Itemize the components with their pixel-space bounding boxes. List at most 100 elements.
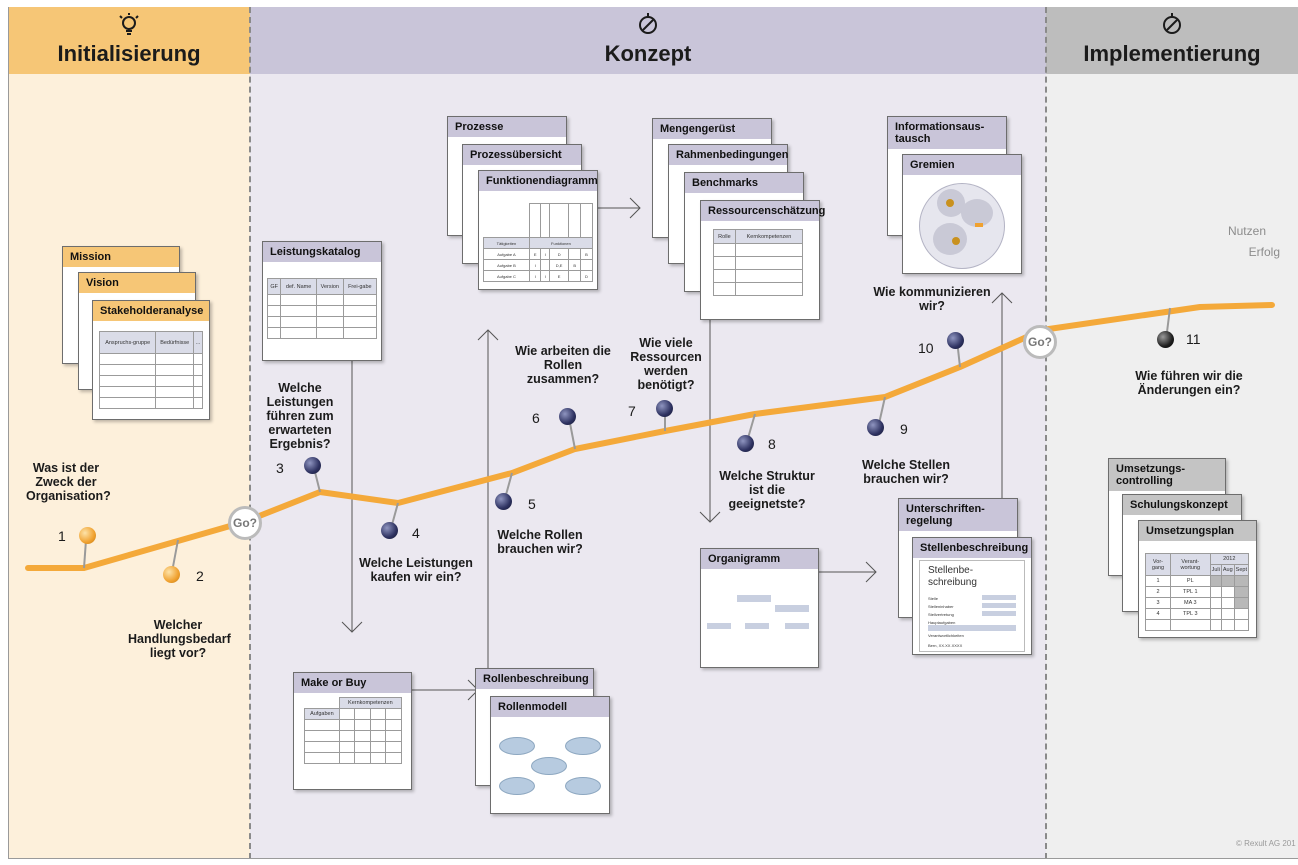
question-text: Welche Struktur ist die geeignetste? [719,469,815,511]
table-cell: 2 [1145,586,1171,598]
phase-initialisierung: Initialisierung [8,7,250,859]
arrow-down [341,621,363,633]
table-cell: 4 [1145,608,1171,620]
milestone-pin [381,522,398,539]
org-box [707,623,731,629]
copyright: © Rexult AG 201 [1236,839,1296,848]
doc-title: Ressourcenschätzung [701,201,825,221]
field-bar [982,611,1016,616]
make-or-buy-table: Kernkompetenzen Aufgaben [304,697,403,764]
table-row-label: Aufgabe A [483,248,530,260]
doc-title: Stakeholderanalyse [93,301,209,321]
milestone-pin [737,435,754,452]
table-header: Juli [1209,564,1222,576]
table-header: Kernkompetenzen [338,697,403,709]
phase-divider [249,7,251,859]
doc-title: Funktionendiagramm [479,171,598,191]
doc-title: Benchmarks [685,173,803,193]
stellen-fields: Stelle Stelleninhaber Stellvertretung Ha… [928,595,955,627]
step-number: 9 [900,421,908,437]
table-header: Kernkompetenzen [734,229,804,244]
role-bubble [565,777,601,795]
question-text: Welcher Handlungsbedarf liegt vor? [128,618,231,660]
role-bubble [531,757,567,775]
doc-organigramm: Organigramm [700,548,819,668]
table-row-label: Aufgabe C [483,270,530,282]
question-text: Welche Leistungen kaufen wir ein? [359,556,473,584]
table-header: GF [266,278,282,295]
phase-implementierung-header: Implementierung [1046,7,1298,74]
table-header: Version [315,278,344,295]
step-number: 3 [276,460,284,476]
table-header: Verant-wortung [1169,553,1211,576]
org-box [775,605,809,612]
milestone-pin [304,457,321,474]
phase-title: Implementierung [1083,41,1261,66]
doc-title: Schulungskonzept [1123,495,1241,515]
role-bubble [499,737,535,755]
table-header: Rolle [713,229,736,244]
milestone-pin [867,419,884,436]
gremien-dot [975,223,983,227]
field-bar [982,595,1016,600]
gremien-dot [952,237,960,245]
go-gate: Go? [1023,325,1057,359]
phase-initialisierung-header: Initialisierung [8,7,250,74]
stellen-field: Stelle [928,596,939,601]
doc-title: Umsetzungsplan [1139,521,1256,541]
table-header: Aug [1220,564,1235,576]
milestone-pin [1157,331,1174,348]
arrow-right [865,561,877,583]
step-number: 10 [918,340,934,356]
question-text: Welche Stellen brauchen wir? [862,458,950,486]
stellen-field: Verantwortlichkeiten [928,633,964,638]
step-number: 2 [196,568,204,584]
gremien-group [933,223,967,255]
milestone-pin [495,493,512,510]
table-header: def. Name [280,278,317,295]
table-row-label: Tätigkeiten [483,237,530,249]
question-text: Welche Rollen brauchen wir? [497,528,583,556]
arrow-up [991,292,1013,304]
milestone-pin [79,527,96,544]
phase-divider [1045,7,1047,859]
stellen-footer: Bern, XX.XX.XXXX [928,643,963,648]
doc-title: Organigramm [701,549,818,569]
gremien-group [961,199,993,227]
doc-stellenbeschreibung: Stellenbeschreibung Stellenbe-schreibung… [912,537,1032,655]
step-number: 4 [412,525,420,541]
table-cell: TPL 1 [1169,586,1211,598]
step-number: 8 [768,436,776,452]
table-header: Frei-gabe [342,278,378,295]
doc-title: Informationsaus-tausch [888,117,1006,149]
table-header: Sept [1233,564,1250,576]
gremien-dot [946,199,954,207]
nutzen-label: Nutzen [1227,224,1266,238]
phase-konzept-header: Konzept [250,7,1046,74]
doc-title: Mission [63,247,179,267]
table-header: Bedürfnisse [155,331,195,354]
compass-icon [639,13,657,34]
step-number: 1 [58,528,66,544]
question-text: Wie führen wir die Änderungen ein? [1135,369,1243,397]
doc-title: Stellenbeschreibung [913,538,1031,558]
milestone-pin [947,332,964,349]
org-box [745,623,769,629]
step-number: 6 [532,410,540,426]
field-bar [982,603,1016,608]
question-text: Wie kommunizieren wir? [873,285,991,313]
doc-title: Gremien [903,155,1021,175]
phase-title: Konzept [604,41,692,66]
org-box [737,595,771,602]
question-text: Wie viele Ressourcen werden benötigt? [630,336,702,392]
role-bubble [499,777,535,795]
milestone-pin [559,408,576,425]
table-cell: PL [1169,575,1211,587]
